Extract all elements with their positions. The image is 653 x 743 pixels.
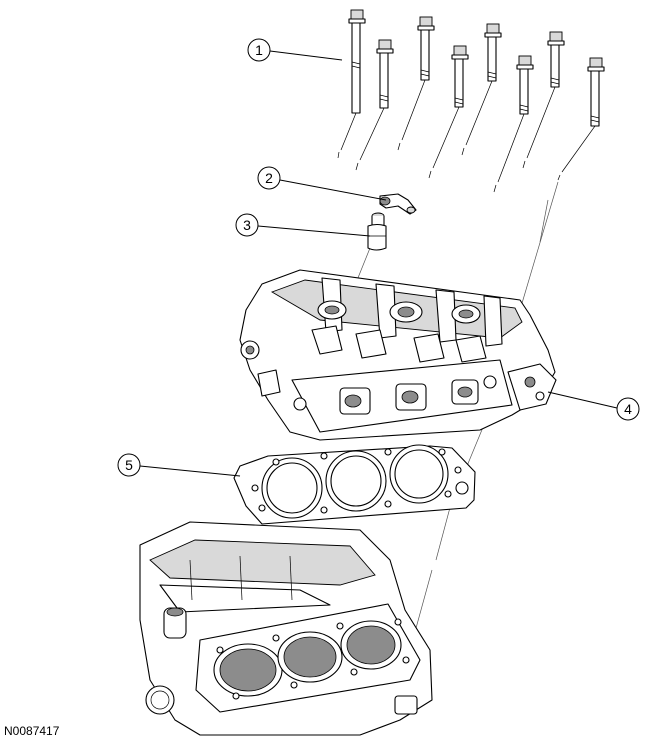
bolt xyxy=(522,31,565,169)
callout-5-circle xyxy=(117,453,141,477)
callout-3-label: 3 xyxy=(243,217,251,233)
engine-block xyxy=(139,521,433,736)
bolt xyxy=(337,9,366,159)
callouts: 1 2 3 4 5 xyxy=(117,38,640,477)
callout-1-label: 1 xyxy=(255,42,263,58)
callout-1-circle xyxy=(247,38,271,62)
bolt xyxy=(557,57,605,181)
bolt xyxy=(493,55,534,193)
bolt xyxy=(397,16,435,151)
callout-2-label: 2 xyxy=(265,170,273,186)
cylinder-head-bolts xyxy=(337,9,605,193)
head-gasket xyxy=(233,444,476,525)
rocker-arm xyxy=(379,193,417,215)
callout-4-label: 4 xyxy=(624,401,632,417)
cylinder-head xyxy=(239,269,557,441)
callout-5-label: 5 xyxy=(125,457,133,473)
bolt xyxy=(428,45,469,179)
bolt xyxy=(461,23,502,156)
reference-code: N0087417 xyxy=(4,724,60,738)
callout-4-circle xyxy=(616,397,640,421)
callout-3-circle xyxy=(235,213,259,237)
bolt xyxy=(355,39,394,171)
hydraulic-lash-adjuster xyxy=(367,212,387,251)
callout-2-circle xyxy=(257,166,281,190)
